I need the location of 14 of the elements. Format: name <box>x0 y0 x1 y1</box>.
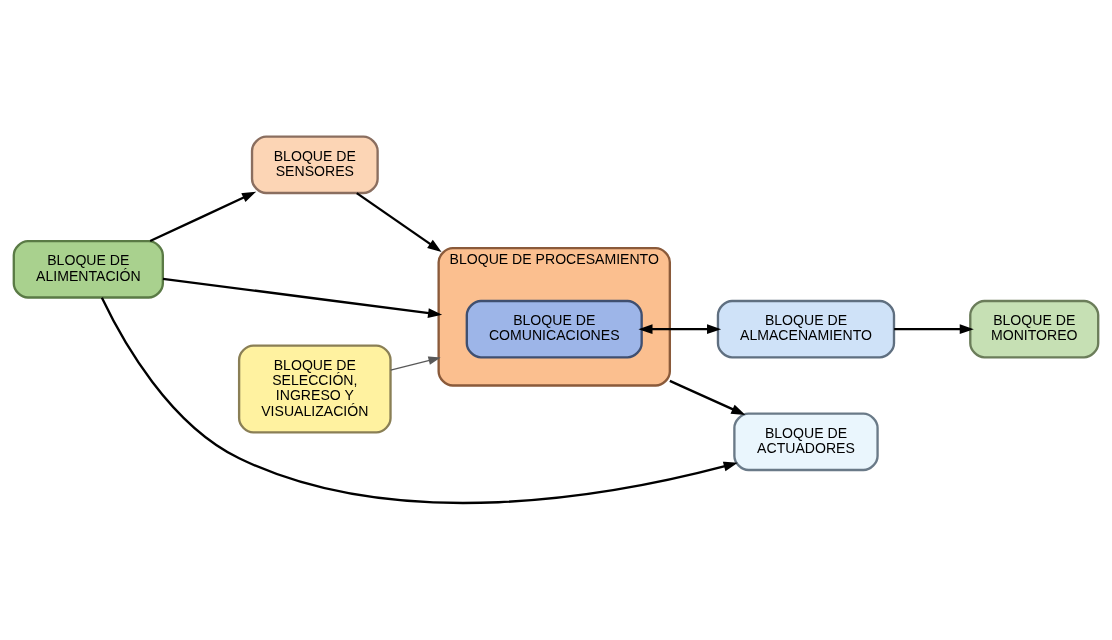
arrow <box>669 379 746 415</box>
node-box: BLOQUE DE SENSORES <box>250 135 379 195</box>
node-box: BLOQUE DE ALMACENAMIENTO <box>716 299 896 359</box>
arrow <box>390 356 441 371</box>
arrow <box>162 277 443 318</box>
arrow <box>356 192 442 252</box>
node-box: BLOQUE DE ALIMENTACIÓN <box>12 239 164 299</box>
arrow <box>638 324 722 335</box>
arrow <box>894 324 974 335</box>
node-box: BLOQUE DE MONITOREO <box>969 299 1100 359</box>
node-box: BLOQUE DE ACTUADORES <box>733 412 879 472</box>
node-box: BLOQUE DE COMUNICACIONES <box>465 299 643 359</box>
node-box: BLOQUE DE SELECCIÓN, INGRESO Y VISUALIZACIÓN <box>237 344 392 434</box>
arrow <box>149 191 257 243</box>
